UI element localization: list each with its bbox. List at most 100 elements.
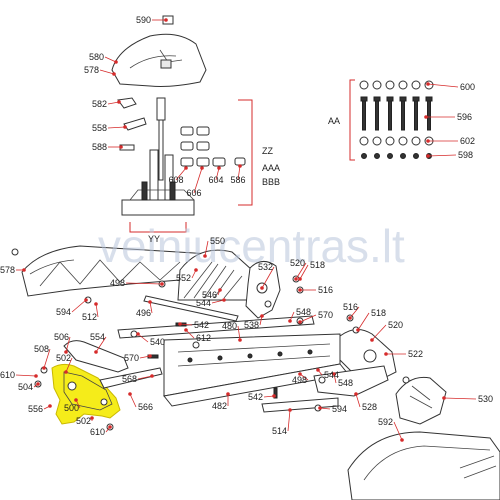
callout-522[interactable]: 522 [408, 349, 423, 359]
callout-dot-568 [150, 374, 154, 378]
callout-506[interactable]: 506 [54, 332, 69, 342]
callout-610[interactable]: 610 [90, 427, 105, 437]
callout-528[interactable]: 528 [362, 402, 377, 412]
callout-dot-598 [426, 154, 430, 158]
callout-518[interactable]: 518 [310, 260, 325, 270]
left-housing [21, 245, 215, 297]
callout-leader-582 [107, 101, 120, 105]
callout-leader-544 [211, 299, 225, 304]
callout-548[interactable]: 548 [296, 307, 311, 317]
callout-dot-542 [178, 322, 182, 326]
callout-578[interactable]: 578 [0, 265, 15, 275]
sector-gear [177, 249, 253, 301]
callout-dot-506 [64, 350, 68, 354]
callout-504[interactable]: 504 [18, 382, 33, 392]
callout-550[interactable]: 550 [210, 236, 225, 246]
callout-dot-548 [332, 372, 336, 376]
callout-578[interactable]: 578 [84, 65, 99, 75]
callout-604[interactable]: 604 [208, 175, 223, 185]
callout-dot-558 [123, 125, 127, 129]
callout-588[interactable]: 588 [92, 142, 107, 152]
callout-leader-516 [349, 306, 360, 319]
callout-612[interactable]: 612 [196, 333, 211, 343]
callout-608[interactable]: 608 [168, 175, 183, 185]
callout-556[interactable]: 556 [28, 404, 43, 414]
callout-542[interactable]: 542 [194, 320, 209, 330]
callout-586[interactable]: 586 [230, 175, 245, 185]
nut-598 [400, 153, 406, 159]
callout-570[interactable]: 570 [318, 310, 333, 320]
callout-532[interactable]: 532 [258, 262, 273, 272]
callout-leader-550 [204, 240, 209, 257]
callout-dot-528 [354, 392, 358, 396]
callout-dot-540 [136, 332, 140, 336]
callout-568[interactable]: 568 [122, 374, 137, 384]
callout-498[interactable]: 498 [292, 375, 307, 385]
highlighted-part-500[interactable] [51, 363, 121, 425]
callout-518[interactable]: 518 [371, 308, 386, 318]
callout-496[interactable]: 496 [136, 308, 151, 318]
callout-558[interactable]: 558 [92, 123, 107, 133]
callout-502[interactable]: 502 [56, 353, 71, 363]
callout-482[interactable]: 482 [212, 401, 227, 411]
washer-602 [411, 136, 421, 146]
callout-480[interactable]: 480 [222, 321, 237, 331]
callout-600[interactable]: 600 [460, 82, 475, 92]
callout-566[interactable]: 566 [138, 402, 153, 412]
callout-552[interactable]: 552 [176, 273, 191, 283]
callout-leader-480 [237, 325, 241, 341]
washer-600 [372, 80, 382, 90]
bottom-cover [347, 431, 500, 500]
callout-508[interactable]: 508 [34, 344, 49, 354]
callout-514[interactable]: 514 [272, 426, 287, 436]
nut-598 [361, 153, 367, 159]
bolt-596 [427, 99, 431, 131]
callout-554[interactable]: 554 [90, 332, 105, 342]
callout-596[interactable]: 596 [457, 112, 472, 122]
callout-592[interactable]: 592 [378, 417, 393, 427]
callout-546[interactable]: 546 [202, 290, 217, 300]
callout-582[interactable]: 582 [92, 99, 107, 109]
callout-dot-512 [94, 302, 98, 306]
callout-dot-586 [238, 164, 242, 168]
callout-610[interactable]: 610 [0, 370, 15, 380]
callout-548[interactable]: 548 [338, 378, 353, 388]
callout-498[interactable]: 498 [110, 278, 125, 288]
callout-dot-480 [238, 338, 242, 342]
washer-602 [398, 136, 408, 146]
callout-dot-482 [226, 392, 230, 396]
group-label-aa: AA [328, 116, 340, 126]
lever-assembly [63, 340, 163, 411]
callout-544[interactable]: 544 [196, 298, 211, 308]
callout-538[interactable]: 538 [244, 320, 259, 330]
callout-542[interactable]: 542 [248, 392, 263, 402]
callout-dot-594 [318, 406, 322, 410]
callout-502[interactable]: 502 [76, 416, 91, 426]
callout-dot-502 [64, 370, 68, 374]
callout-540[interactable]: 540 [150, 337, 165, 347]
callout-544[interactable]: 544 [324, 370, 339, 380]
callout-516[interactable]: 516 [343, 302, 358, 312]
nut-598 [374, 153, 380, 159]
callout-leader-496 [149, 301, 153, 314]
callout-594[interactable]: 594 [332, 404, 347, 414]
callout-520[interactable]: 520 [388, 320, 403, 330]
callout-dot-546 [218, 288, 222, 292]
callout-598[interactable]: 598 [458, 150, 473, 160]
callout-516[interactable]: 516 [318, 285, 333, 295]
callout-512[interactable]: 512 [82, 312, 97, 322]
callout-dot-518 [356, 328, 360, 332]
callout-520[interactable]: 520 [290, 258, 305, 268]
callout-530[interactable]: 530 [478, 394, 493, 404]
callout-590[interactable]: 590 [136, 15, 151, 25]
callout-500[interactable]: 500 [64, 403, 79, 413]
callout-606[interactable]: 606 [186, 188, 201, 198]
callout-594[interactable]: 594 [56, 307, 71, 317]
callout-dot-500 [74, 398, 78, 402]
callout-leader-518 [357, 312, 370, 331]
callout-580[interactable]: 580 [89, 52, 104, 62]
callout-602[interactable]: 602 [460, 136, 475, 146]
callout-570[interactable]: 570 [124, 353, 139, 363]
main-frame [163, 333, 349, 407]
